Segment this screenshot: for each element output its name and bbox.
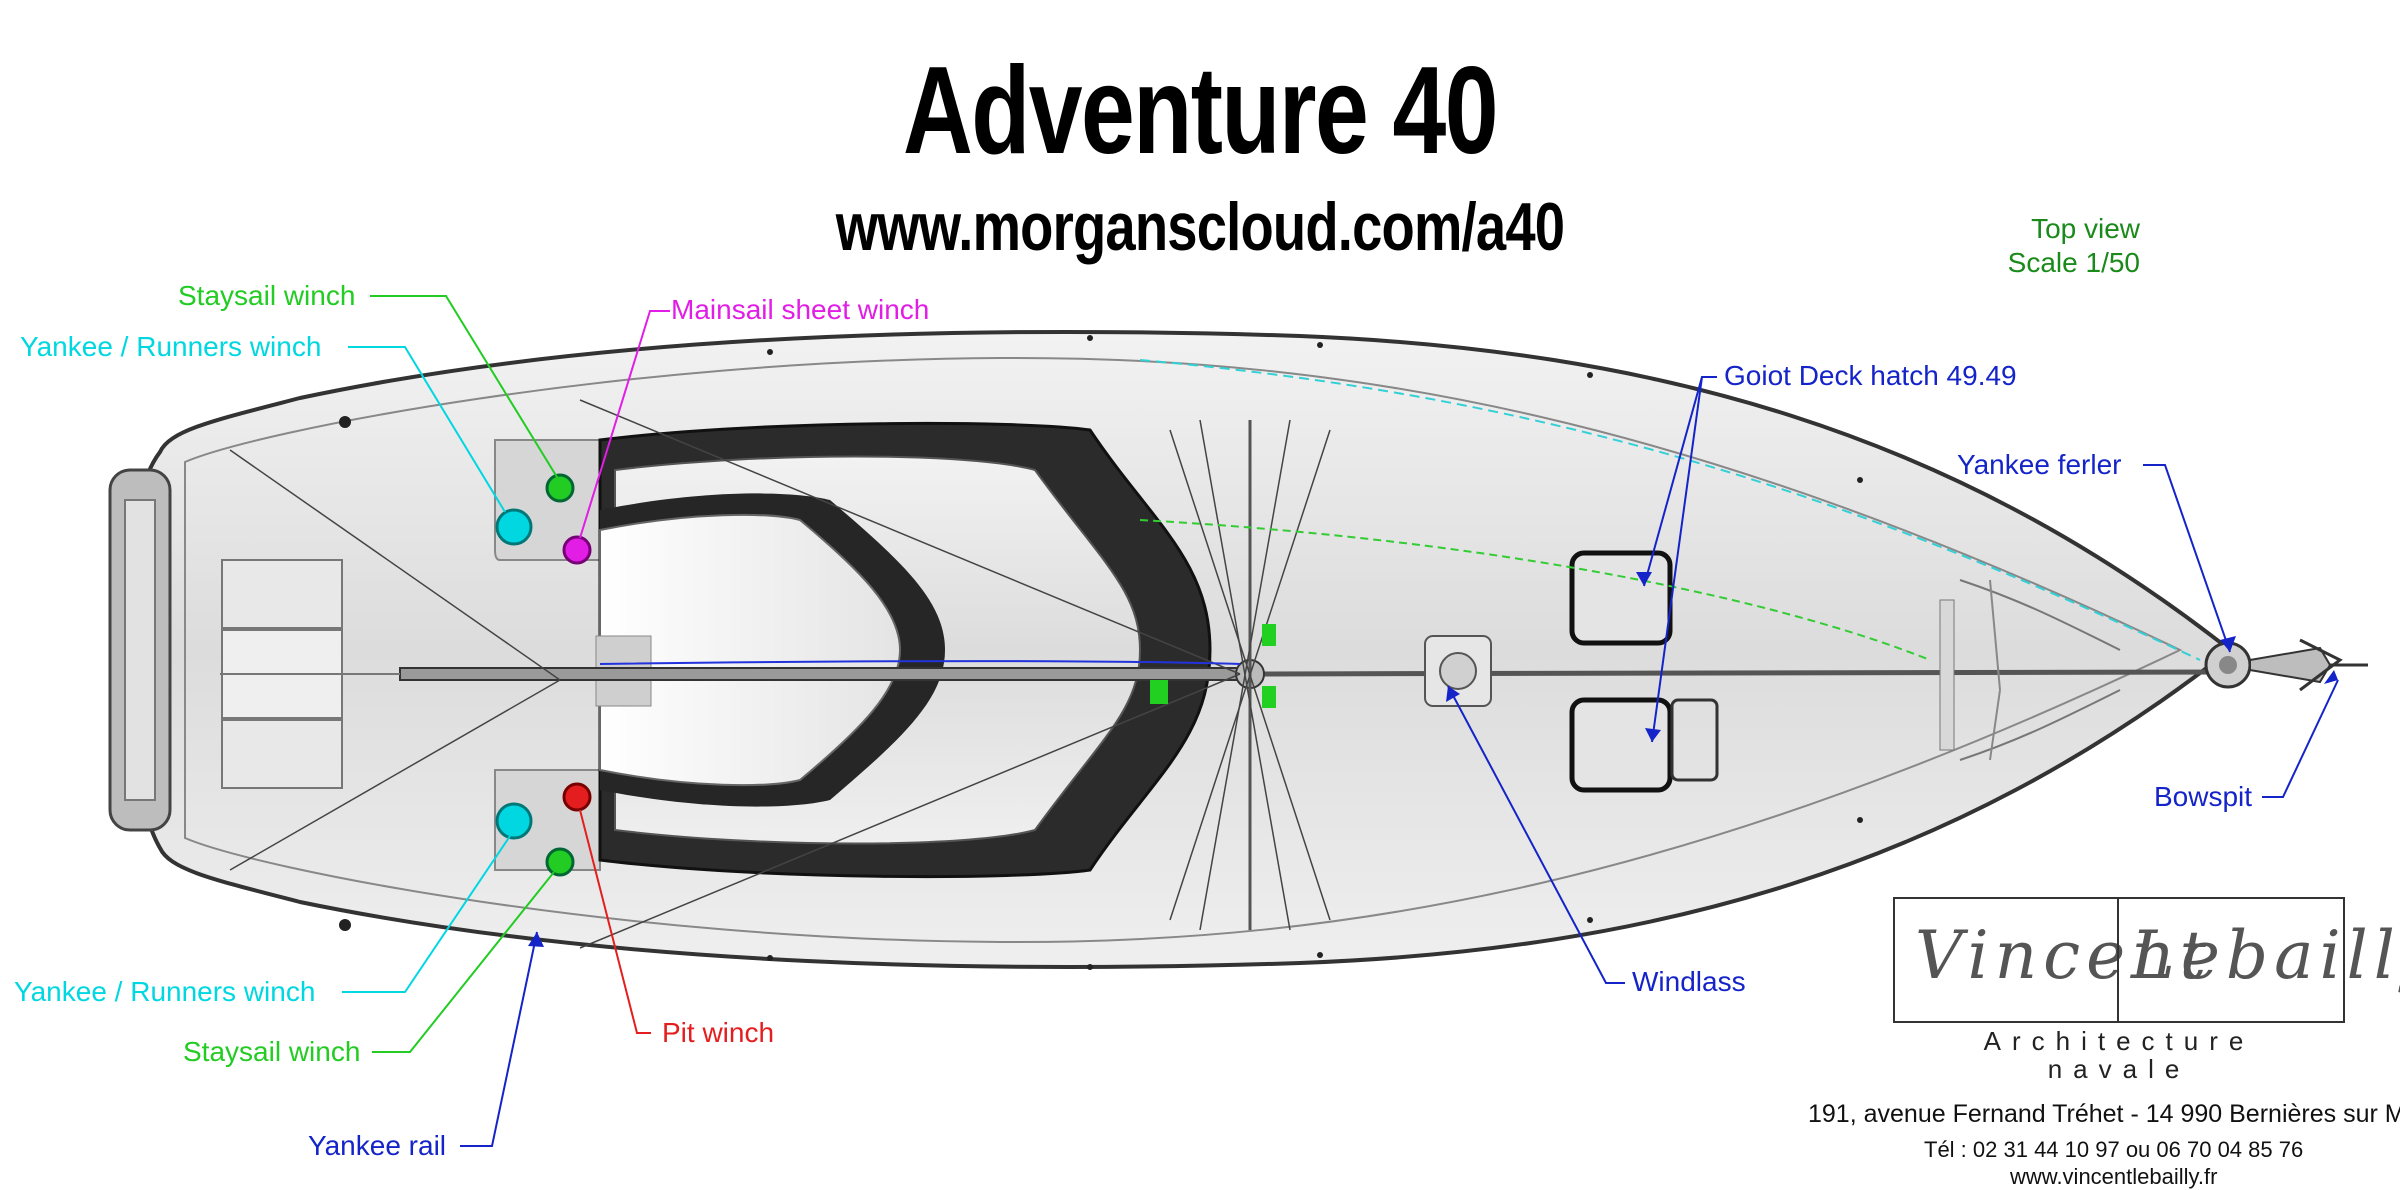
boom — [399, 667, 1241, 681]
label-windlass: Windlass — [1632, 966, 1746, 997]
fore-deck-line-stbd — [1959, 689, 2121, 761]
bowsprit — [2249, 646, 2332, 684]
label-goiot-deck-hatch: Goiot Deck hatch 49.49 — [1724, 360, 2017, 391]
yankee-runners-winch-port — [495, 508, 533, 546]
pit-winch — [562, 782, 592, 812]
cockpit-well — [599, 513, 902, 787]
label-pit-winch: Pit winch — [662, 1017, 775, 1048]
architect-signature-box: Vincent Lebailly — [1893, 897, 2400, 1023]
view-label: Top view Scale 1/50 — [1900, 212, 2140, 280]
rigging-lines — [229, 399, 1331, 949]
anchor-locker — [1939, 599, 1955, 751]
architect-address: 191, avenue Fernand Tréhet - 14 990 Bern… — [1808, 1100, 2400, 1128]
label-staysail-winch-top: Staysail winch — [178, 280, 356, 311]
page-url: www.morganscloud.com/a40 — [835, 189, 1565, 265]
stanchions — [339, 335, 1863, 970]
deck-hatch-port — [1569, 550, 1673, 646]
fore-struts — [1989, 579, 2001, 761]
view-type: Top view — [2031, 213, 2140, 244]
staysail-winch-port — [545, 473, 575, 503]
mainsail-sheet-winch — [562, 535, 592, 565]
label-yankee-ferler: Yankee ferler — [1957, 449, 2122, 480]
view-scale: Scale 1/50 — [2007, 247, 2140, 278]
fore-deck-line — [1959, 579, 2121, 651]
staysail-lead — [1139, 519, 1931, 661]
signature-divider — [2117, 899, 2119, 1021]
yankee-runners-winch-stbd — [495, 802, 533, 840]
arrowheads — [528, 572, 2338, 947]
signature-last-name: Lebailly — [2131, 917, 2400, 994]
signature-first-name: Vincent — [1915, 917, 2213, 994]
label-yankee-rail: Yankee rail — [308, 1130, 447, 1161]
centerline — [1239, 669, 2241, 677]
label-yankee-runners-winch-bottom: Yankee / Runners winch — [14, 976, 316, 1007]
leader-lines — [342, 295, 2339, 1147]
architect-phone: Tél : 02 31 44 10 97 ou 06 70 04 85 76 — [1924, 1137, 2304, 1162]
architect-website[interactable]: www.vincentlebailly.fr — [2010, 1164, 2218, 1189]
deck-edge — [184, 356, 2183, 944]
label-bowspit: Bowspit — [2154, 781, 2253, 812]
yankee-lead — [1139, 359, 2201, 661]
label-yankee-runners-winch-top: Yankee / Runners winch — [20, 331, 322, 362]
label-staysail-winch-bottom: Staysail winch — [183, 1036, 361, 1067]
swim-step — [124, 499, 156, 801]
green-fittings — [1150, 624, 1276, 708]
architect-title: Architecture — [1983, 1026, 2255, 1056]
architect-subtitle: navale — [2047, 1054, 2191, 1084]
deck-hatch-stbd — [1569, 697, 1673, 793]
page-title: Adventure 40 — [902, 42, 1499, 180]
label-mainsail-sheet-winch: Mainsail sheet winch — [671, 294, 930, 325]
mainsheet-lead — [599, 660, 1241, 665]
bow-roller — [2299, 638, 2343, 692]
staysail-winch-stbd — [545, 847, 575, 877]
